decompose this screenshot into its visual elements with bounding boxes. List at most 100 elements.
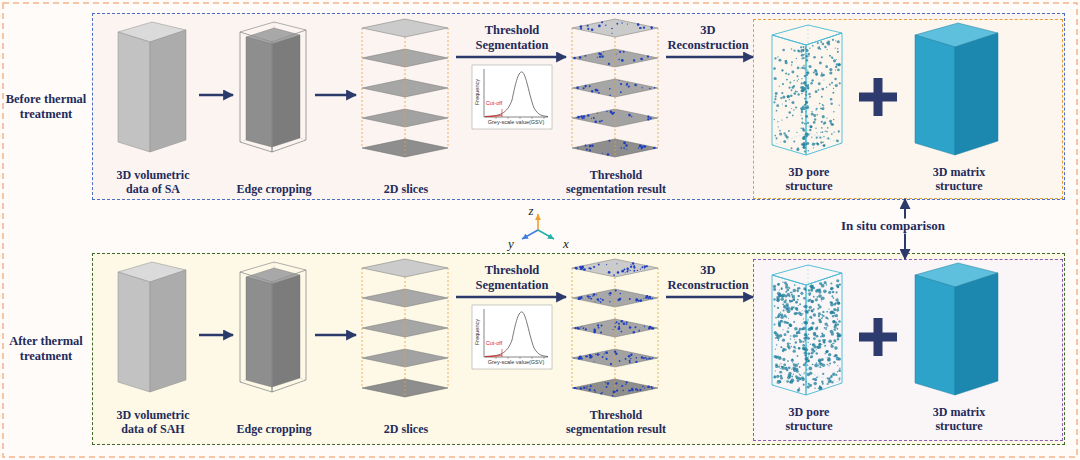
pore-cloud bbox=[793, 85, 795, 87]
pore-cloud bbox=[778, 313, 781, 316]
segmented-pores bbox=[645, 357, 647, 359]
pore-cloud bbox=[789, 324, 792, 327]
pore-cloud bbox=[783, 132, 785, 134]
pore-cloud bbox=[779, 86, 780, 87]
segmented-pores bbox=[627, 270, 628, 271]
segmented-pores bbox=[618, 59, 620, 61]
segmented-pores bbox=[615, 352, 617, 354]
pore-cloud bbox=[805, 135, 808, 138]
pore-cloud bbox=[809, 353, 811, 355]
pore-dots bbox=[573, 21, 841, 397]
segmented-pores bbox=[588, 267, 590, 269]
segmented-pores bbox=[617, 271, 619, 273]
pore-cloud bbox=[808, 309, 810, 311]
pore-cloud bbox=[799, 387, 801, 389]
segmented-pores bbox=[643, 27, 645, 29]
pore-cloud bbox=[776, 299, 780, 303]
pore-cloud bbox=[838, 357, 841, 360]
pore-cloud bbox=[806, 49, 809, 52]
segmented-pores bbox=[589, 356, 592, 359]
step-node: Threshold segmentation result bbox=[566, 16, 666, 199]
pore-cloud bbox=[813, 71, 815, 73]
pore-cloud bbox=[809, 286, 810, 287]
pore-cloud bbox=[799, 339, 801, 341]
pore-cloud bbox=[832, 123, 835, 126]
pore-cloud bbox=[784, 305, 785, 306]
pore-cloud bbox=[805, 115, 807, 117]
segmented-pores bbox=[585, 328, 587, 330]
pore-cloud bbox=[780, 368, 781, 369]
pore-cloud bbox=[797, 67, 800, 70]
pore-cloud bbox=[815, 289, 819, 293]
pore-cloud bbox=[781, 346, 782, 347]
pore-cloud bbox=[834, 346, 838, 350]
step-caption: 2D slices bbox=[361, 183, 451, 197]
segmented-pores bbox=[628, 86, 630, 88]
segmented-pores bbox=[650, 326, 651, 327]
segmented-pores bbox=[574, 357, 575, 358]
pore-cloud bbox=[789, 300, 792, 303]
segmented-pores bbox=[598, 25, 601, 28]
pore-cloud bbox=[812, 378, 814, 380]
pore-cloud bbox=[830, 287, 833, 290]
pore-cloud bbox=[837, 333, 841, 337]
pore-cloud bbox=[833, 340, 836, 343]
pore-cloud bbox=[823, 145, 825, 147]
segmented-pores bbox=[585, 86, 587, 88]
pore-cloud bbox=[837, 334, 841, 338]
pore-cloud bbox=[803, 137, 806, 140]
pore-cloud bbox=[835, 298, 838, 301]
pore-cloud bbox=[807, 70, 808, 71]
pore-cloud bbox=[784, 333, 787, 336]
pore-cloud bbox=[774, 376, 776, 378]
segmented-pores bbox=[576, 267, 578, 269]
segmented-pores bbox=[578, 297, 580, 299]
pore-cloud bbox=[788, 347, 791, 350]
pore-cloud bbox=[798, 50, 800, 52]
pore-cloud bbox=[819, 386, 821, 388]
pore-cloud bbox=[834, 78, 837, 81]
pore-cloud bbox=[775, 370, 776, 371]
pore-cloud bbox=[786, 305, 788, 307]
pore-cloud bbox=[807, 373, 810, 376]
pore-cloud bbox=[807, 352, 809, 354]
cutoff-label: Cut-off bbox=[486, 341, 502, 347]
segmented-pores bbox=[592, 295, 594, 297]
segmented-pores bbox=[604, 353, 605, 354]
pore-cloud bbox=[829, 68, 832, 71]
pore-cloud bbox=[823, 123, 825, 125]
slice-stack bbox=[362, 19, 448, 157]
pore-cloud bbox=[805, 46, 806, 47]
pore-cloud bbox=[777, 335, 779, 337]
pore-cloud bbox=[796, 307, 798, 309]
pore-cloud bbox=[819, 320, 822, 323]
pore-cloud bbox=[797, 287, 800, 290]
segmented-pores bbox=[651, 327, 653, 329]
segmented-pores bbox=[602, 356, 604, 358]
segmented-pores bbox=[589, 296, 591, 298]
pore-cloud bbox=[830, 310, 834, 314]
step-caption: Threshold segmentation result bbox=[561, 169, 671, 197]
segmented-pores bbox=[631, 388, 633, 390]
pore-cloud bbox=[797, 80, 798, 81]
pore-cloud bbox=[826, 42, 828, 44]
pore-cloud bbox=[810, 285, 812, 287]
pore-cloud bbox=[803, 108, 805, 110]
segmented-pores bbox=[628, 114, 631, 117]
pore-cloud bbox=[821, 56, 823, 58]
pore-cloud bbox=[817, 114, 819, 116]
pore-cloud bbox=[795, 91, 797, 93]
pore-cloud bbox=[805, 91, 807, 93]
pore-cloud bbox=[801, 143, 804, 146]
pore-cloud bbox=[795, 106, 797, 108]
pore-cloud bbox=[807, 299, 810, 302]
pore-cloud bbox=[789, 300, 790, 301]
pore-cloud bbox=[832, 39, 834, 41]
edge-label: 3D Reconstruction bbox=[666, 23, 750, 52]
segmented-pores bbox=[635, 361, 637, 363]
pore-cloud bbox=[824, 131, 825, 132]
pore-cloud bbox=[782, 281, 784, 283]
pore-cloud bbox=[791, 375, 793, 377]
segmented-pores bbox=[626, 270, 628, 272]
pore-cloud bbox=[808, 88, 809, 89]
